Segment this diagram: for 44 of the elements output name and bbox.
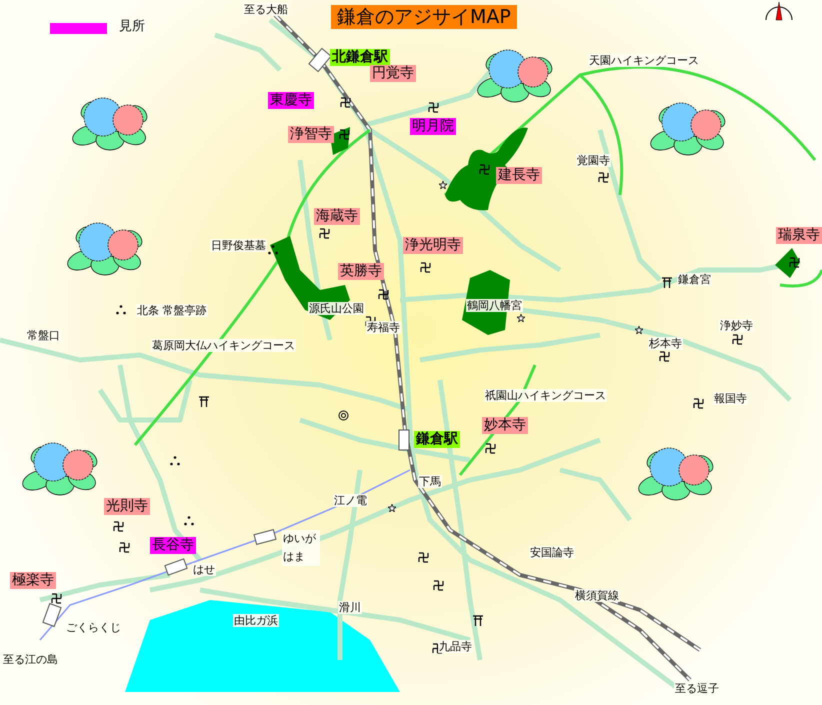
- temple-name-label: 浄智寺: [288, 126, 334, 143]
- temple-name-label: 明月院: [410, 118, 456, 135]
- place-label: 覚園寺: [576, 154, 611, 167]
- railway-label: 江ノ電: [333, 494, 368, 507]
- temple-name-label: 浄光明寺: [403, 237, 463, 254]
- temple-name-label: 極楽寺: [10, 572, 56, 589]
- temple-name-label: 光則寺: [104, 498, 150, 515]
- place-label: 至る大船: [243, 3, 289, 16]
- place-label: 鶴岡八幡宮: [466, 299, 523, 312]
- beach-label: 由比ガ浜: [233, 614, 279, 627]
- place-label: 報国寺: [713, 392, 748, 405]
- station-label: ごくらくじ: [65, 621, 122, 634]
- trail-label: 天園ハイキングコース: [588, 54, 700, 67]
- river-label: 滑川: [338, 601, 362, 614]
- place-label: 常盤口: [26, 329, 61, 342]
- temple-name-label: 円覚寺: [370, 65, 416, 82]
- legend-label: 見所: [118, 20, 146, 33]
- trail-label: 祇園山ハイキングコース: [484, 389, 607, 402]
- direction-label: 至る逗子: [674, 682, 720, 695]
- trail-label: 葛原岡大仏ハイキングコース: [151, 339, 296, 352]
- place-label: 下馬: [418, 475, 442, 488]
- temple-name-label: 海蔵寺: [314, 208, 360, 225]
- place-label: 杉本寺: [648, 337, 683, 350]
- station-name-label: 鎌倉駅: [414, 431, 460, 448]
- direction-label: 至る江の島: [2, 653, 59, 666]
- place-label: 寿福寺: [366, 321, 401, 334]
- temple-name-label: 瑞泉寺: [776, 227, 822, 244]
- map-title: 鎌倉のアジサイMAP: [331, 5, 517, 29]
- station-label: はせ: [192, 563, 216, 576]
- place-label: 北条 常盤亭跡: [136, 304, 208, 317]
- temple-name-label: 英勝寺: [338, 263, 384, 280]
- place-label: 安国論寺: [529, 546, 575, 559]
- temple-name-label: 妙本寺: [482, 417, 528, 434]
- temple-name-label: 長谷寺: [150, 537, 196, 554]
- place-label: 源氏山公園: [308, 302, 365, 315]
- place-label: 日野俊基墓: [210, 239, 267, 252]
- station-label: ゆいがはま: [282, 530, 320, 566]
- place-label: 九品寺: [438, 640, 473, 653]
- temple-name-label: 東慶寺: [268, 92, 314, 109]
- temple-name-label: 建長寺: [496, 167, 542, 184]
- place-label: 鎌倉宮: [677, 273, 712, 286]
- station-name-label: 北鎌倉駅: [330, 49, 390, 66]
- place-label: 浄妙寺: [719, 319, 754, 332]
- railway-label: 横須賀線: [574, 589, 620, 602]
